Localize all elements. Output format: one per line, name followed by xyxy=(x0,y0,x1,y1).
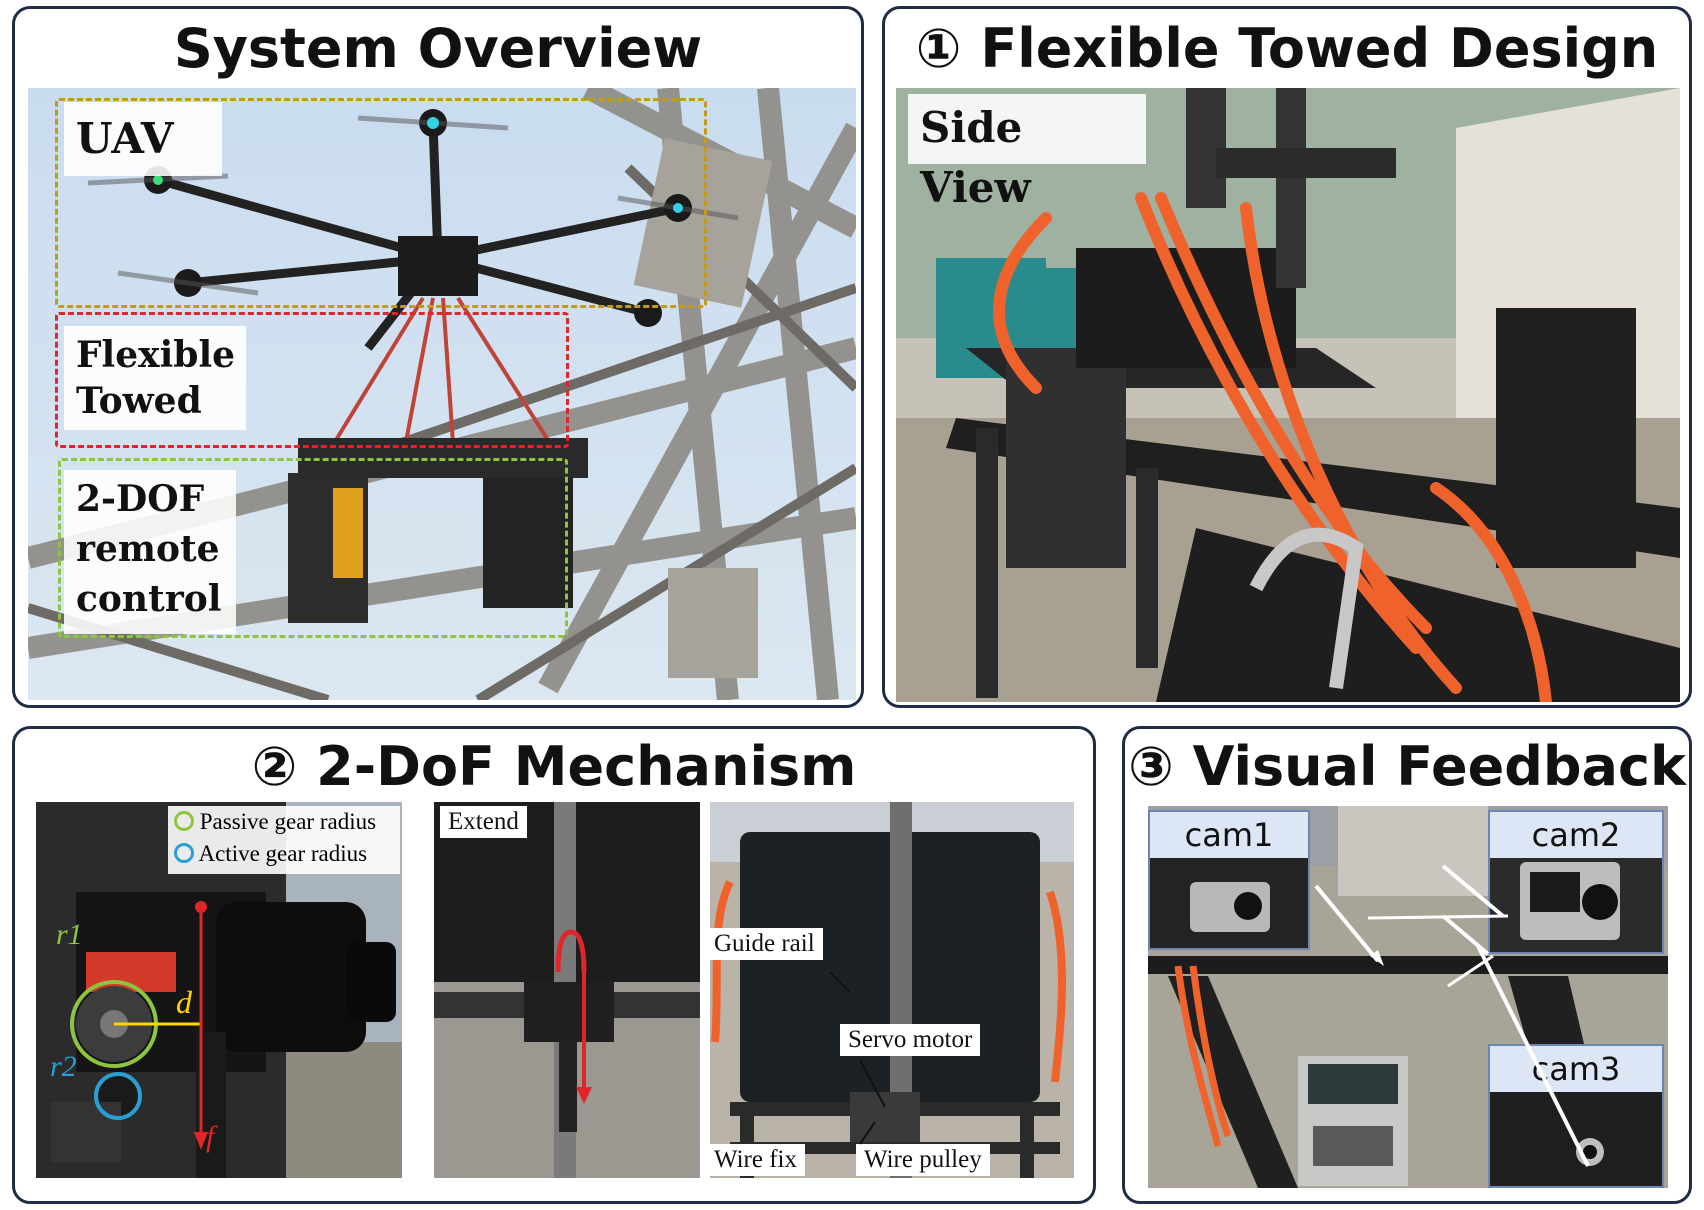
uav-bounding-box xyxy=(55,98,707,308)
cam2-pointer-c xyxy=(1367,914,1509,920)
gear-annotations xyxy=(70,901,208,1150)
legend-passive-label: Passive gear radius xyxy=(199,809,377,834)
extend-label: Extend xyxy=(440,806,527,838)
extend-arrow xyxy=(555,929,592,1104)
uav-label: UAV xyxy=(64,102,222,176)
side-view-label-text: Side View xyxy=(920,103,1031,212)
guide-rail-photo xyxy=(710,802,1074,1178)
symbol-d: d xyxy=(176,984,192,1020)
legend-active-label: Active gear radius xyxy=(198,841,368,866)
force-arrow-head xyxy=(194,1132,208,1150)
wire-pulley-label: Wire pulley xyxy=(856,1144,990,1176)
cam2-label: cam2 xyxy=(1490,812,1662,858)
flexible-towed-line1: Flexible xyxy=(76,334,236,376)
legend-passive-row: Passive gear radius xyxy=(174,806,400,838)
extend-arrow-head xyxy=(576,1087,592,1104)
guide-rail-leaders xyxy=(829,971,886,1145)
gear-legend: Passive gear radius Active gear radius xyxy=(168,806,400,874)
symbol-r2: r2 xyxy=(50,1050,77,1083)
cam1-pointer xyxy=(1314,884,1380,963)
cam3-label: cam3 xyxy=(1490,1046,1662,1092)
towed-bounding-box xyxy=(55,312,569,448)
extend-photo-drawing xyxy=(434,802,700,1178)
cam1-pointer-head xyxy=(1370,950,1384,966)
active-marker-icon xyxy=(174,843,194,863)
flexible-towed-title: ① Flexible Towed Design xyxy=(915,17,1659,80)
dof-label-line1: 2-DOF xyxy=(76,478,205,520)
flexible-towed-label: Flexible Towed xyxy=(64,326,246,430)
cam3-pointer-b xyxy=(1447,954,1494,988)
flexible-towed-line2: Towed xyxy=(76,380,202,422)
extend-arrow-curve xyxy=(555,929,587,973)
guide-rail-label: Guide rail xyxy=(706,928,823,960)
dof-mechanism-title: ② 2-DoF Mechanism xyxy=(251,735,857,798)
servo-leader xyxy=(859,1059,886,1108)
side-view-label: Side View xyxy=(908,94,1146,212)
wire-pulley-leader xyxy=(859,1121,876,1145)
extend-photo xyxy=(434,802,700,1178)
symbol-r1: r1 xyxy=(56,918,83,951)
camera-pointers xyxy=(1314,864,1590,1167)
dof-remote-control-label: 2-DOF remote control xyxy=(64,470,236,634)
system-overview-title: System Overview xyxy=(173,17,703,80)
cam2-pointer-b xyxy=(1441,864,1505,918)
dof-bounding-box xyxy=(58,458,568,638)
side-view-photo-drawing xyxy=(896,88,1680,702)
visual-feedback-title: ③ Visual Feedback xyxy=(1128,735,1686,798)
dof-label-line3: control xyxy=(76,578,222,620)
active-gear-circle xyxy=(94,1072,142,1120)
side-view-photo xyxy=(896,88,1680,702)
force-origin-dot xyxy=(195,901,207,913)
wire-fix-label: Wire fix xyxy=(706,1144,805,1176)
passive-marker-icon xyxy=(174,811,194,831)
legend-active-row: Active gear radius xyxy=(174,838,400,870)
dof-label-line2: remote xyxy=(76,528,220,570)
cam1-label: cam1 xyxy=(1150,812,1308,858)
guide-rail-leader xyxy=(829,971,851,993)
servo-motor-label: Servo motor xyxy=(840,1024,981,1056)
cam3-pointer xyxy=(1476,945,1590,1167)
uav-label-text: UAV xyxy=(76,114,174,163)
guide-rail-photo-drawing xyxy=(710,802,1074,1178)
symbol-f: f xyxy=(206,1120,215,1153)
